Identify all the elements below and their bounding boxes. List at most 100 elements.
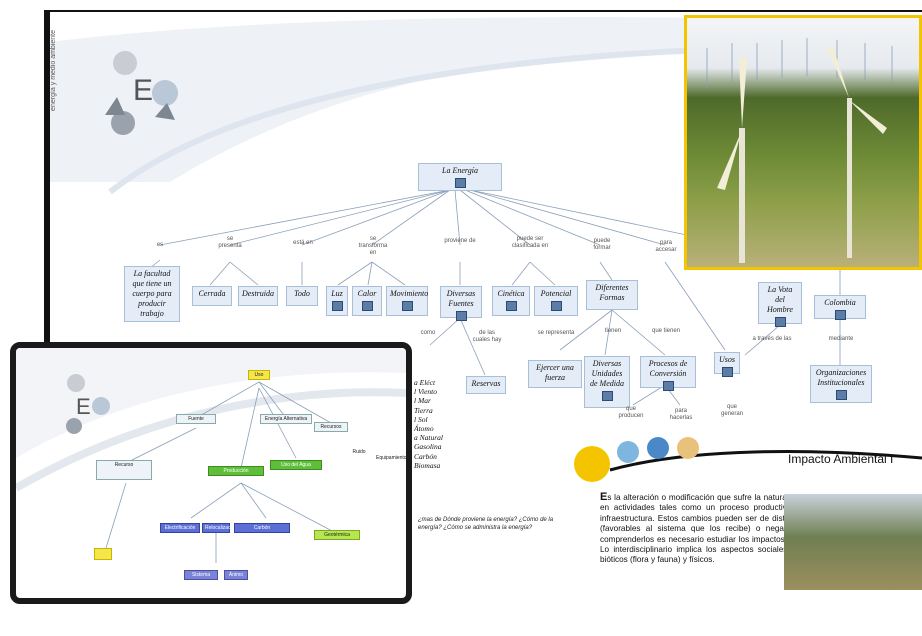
impact-header-graphic — [574, 437, 922, 482]
image-link-icon — [601, 391, 613, 401]
inset-concept-map-window[interactable]: E Uso Fuente Energía Alternativa Recurso… — [10, 342, 412, 604]
inset-node[interactable]: Recurso — [96, 460, 152, 480]
list-item: a Eléct — [414, 378, 436, 387]
inset-node[interactable]: Recursos — [314, 422, 348, 432]
inset-root-node[interactable]: Uso — [248, 370, 270, 380]
svg-text:E: E — [133, 74, 153, 107]
inset-node[interactable]: Sistema — [184, 570, 218, 580]
list-item: Biomasa — [414, 460, 441, 470]
inset-node[interactable]: Relocalización — [202, 523, 237, 533]
list-item: Átomo — [414, 424, 434, 434]
concept-node[interactable]: Diversas Unidades de Medida — [584, 356, 630, 408]
concept-node[interactable]: Diferentes Formas — [586, 280, 638, 310]
link-label: que tienen — [651, 328, 681, 334]
concept-node[interactable]: Todo — [286, 286, 318, 306]
wind-turbine-photo — [684, 15, 922, 270]
node-label: Colombia — [824, 298, 856, 307]
concept-node[interactable]: La Vota del Hombre — [758, 282, 802, 327]
node-label: Calor — [357, 289, 377, 298]
image-link-icon — [721, 367, 733, 377]
image-link-icon — [774, 317, 786, 327]
concept-node[interactable]: Destruida — [238, 286, 278, 306]
concept-node[interactable]: Calor — [352, 286, 382, 316]
concept-node[interactable]: Potencial — [534, 286, 578, 316]
inset-node[interactable]: Uso del Agua — [270, 460, 322, 470]
node-label: Potencial — [540, 289, 572, 298]
list-item: Gasolina — [414, 442, 442, 452]
link-label: de las cuales hay — [472, 330, 502, 343]
link-label: puede formar — [593, 238, 611, 251]
concept-node[interactable]: Organizaciones Institucionales — [810, 365, 872, 403]
inset-node[interactable]: Geotérmica — [314, 530, 360, 540]
concept-node[interactable]: Cerrada — [192, 286, 232, 306]
concept-node[interactable]: Colombia — [814, 295, 866, 320]
image-link-icon — [662, 381, 674, 391]
node-label: Diversas Fuentes — [446, 289, 476, 308]
concept-node[interactable]: Movimiento — [386, 286, 428, 316]
list-item: Tierra — [414, 405, 433, 415]
concept-node[interactable]: Diversas Fuentes — [440, 286, 482, 321]
inset-background: E — [16, 348, 406, 563]
inset-node[interactable]: Energía Alternativa — [260, 414, 312, 424]
link-label: proviene de — [444, 238, 476, 244]
svg-text:E: E — [76, 394, 91, 419]
link-label: como — [420, 330, 436, 336]
node-label: Cinética — [497, 289, 525, 298]
concept-node[interactable]: Usos — [714, 352, 740, 377]
link-label: se transforma en — [358, 236, 388, 256]
connector-lines — [149, 189, 841, 406]
link-label: a través de las — [752, 336, 792, 342]
inset-node[interactable]: Equipamiento — [376, 455, 407, 461]
link-label: está en — [293, 240, 313, 246]
concept-node[interactable]: Luz — [326, 286, 348, 316]
list-item: Carbón — [414, 451, 437, 461]
image-link-icon — [455, 311, 467, 321]
image-link-icon — [361, 301, 373, 311]
concept-node[interactable]: Reservas — [466, 376, 506, 394]
node-label: Diversas Unidades de Medida — [590, 359, 624, 388]
inset-node[interactable]: Fuente — [176, 414, 216, 424]
link-label: mediante — [828, 336, 854, 342]
concept-node[interactable]: Ejercer una fuerza — [528, 360, 582, 388]
inset-node[interactable]: Ánimo — [224, 570, 248, 580]
image-link-icon — [550, 301, 562, 311]
inset-node[interactable]: Electrificación — [160, 523, 200, 533]
image-link-icon — [454, 178, 466, 188]
inset-node[interactable]: Producción — [208, 466, 264, 476]
inset-node[interactable]: Ruido — [352, 449, 366, 455]
link-label: que producen — [618, 406, 644, 419]
link-label: tienen — [604, 328, 622, 334]
link-label: puede ser clasificada en — [511, 236, 549, 249]
concept-node[interactable]: Procesos de Conversión — [640, 356, 696, 391]
list-item: l Sol — [414, 414, 428, 424]
link-label: que generan — [720, 404, 744, 417]
concept-node[interactable]: La facultad que tiene un cuerpo para pro… — [124, 266, 180, 322]
impact-title: Impacto Ambiental I — [788, 452, 894, 466]
link-label: se presenta — [218, 236, 242, 249]
node-label: La Vota del Hombre — [767, 285, 793, 314]
impact-paragraph: Es la alteración o modificación que sufr… — [600, 492, 918, 566]
impact-text: s la alteración o modificación que sufre… — [600, 493, 918, 565]
guiding-questions: ¿mas de Dónde proviene la energía? ¿Cómo… — [418, 517, 554, 531]
node-label: Luz — [331, 289, 343, 298]
wind-turbine-icon — [706, 38, 893, 263]
image-link-icon — [505, 301, 517, 311]
inset-node[interactable]: Carbón — [234, 523, 290, 533]
link-label: para accesar — [655, 240, 677, 253]
link-label: para hacerlas — [669, 408, 693, 421]
image-link-icon — [331, 301, 343, 311]
link-label: se representa — [537, 330, 575, 336]
image-link-icon — [401, 301, 413, 311]
concept-node[interactable]: Cinética — [492, 286, 530, 316]
node-label: Organizaciones Institucionales — [815, 368, 867, 387]
energy-logo-icon: E — [105, 51, 178, 135]
list-item: l Mar — [414, 396, 431, 406]
node-label: Procesos de Conversión — [648, 359, 688, 378]
concept-root-node[interactable]: La Energía — [418, 163, 502, 191]
image-link-icon — [834, 310, 846, 320]
list-item: a Natural — [414, 433, 443, 443]
inset-leaf-node[interactable] — [94, 548, 112, 560]
image-link-icon — [835, 390, 847, 400]
link-label: es — [156, 242, 164, 248]
drop-cap: E — [600, 491, 608, 503]
